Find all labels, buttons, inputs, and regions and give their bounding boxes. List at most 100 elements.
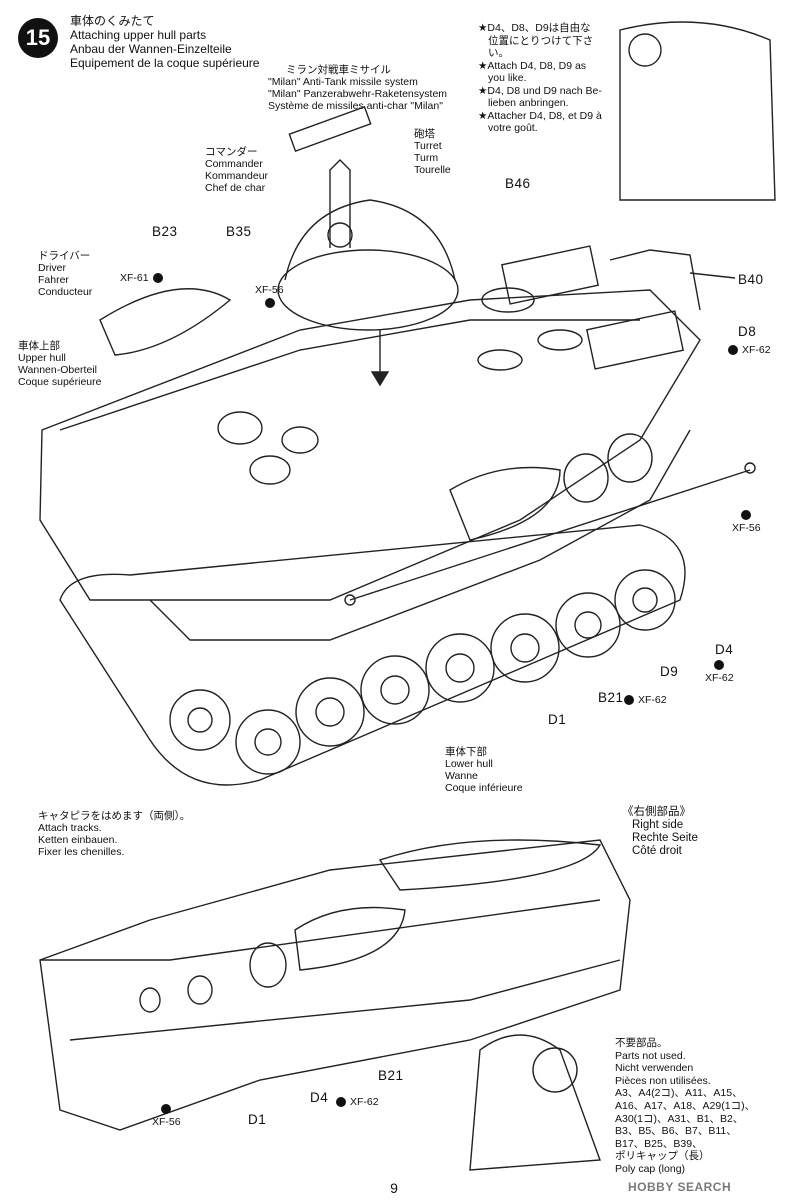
paint-drop-icon — [741, 510, 752, 520]
note-fr-2: votre goût. — [488, 122, 538, 134]
unused-list-2: A16、A17、A18、A29(1コ)、 — [615, 1099, 756, 1112]
lower-hull-label: 車体下部 Lower hull Wanne Coque inférieure — [445, 746, 523, 794]
right-fr: Côté droit — [632, 845, 682, 857]
unused-list-6: ポリキャップ（長） — [615, 1150, 710, 1163]
milan-de: "Milan" Panzerabwehr-Raketensystem — [268, 88, 448, 100]
commander-fr: Chef de char — [205, 182, 266, 194]
step-title-fr: Equipement de la coque supérieure — [70, 56, 260, 70]
driver-label: ドライバー Driver Fahrer Conducteur — [38, 250, 92, 298]
part-b23: B23 — [152, 224, 178, 239]
step-title-ja: 車体のくみたて — [70, 14, 155, 28]
turret-fr: Tourelle — [414, 164, 451, 176]
part-d9: D9 — [660, 664, 679, 679]
unused-list-5: B17、B25、B39、 — [615, 1137, 703, 1150]
right-de: Rechte Seite — [632, 832, 698, 844]
step-title-de: Anbau der Wannen-Einzelteile — [70, 42, 232, 56]
right-side-label: 《右側部品》 Right side Rechte Seite Côté droi… — [622, 806, 698, 858]
paint-xf56-c: XF-56 — [152, 1104, 181, 1128]
commander-de: Kommandeur — [205, 170, 269, 182]
upper-fr: Coque supérieure — [18, 376, 102, 388]
tracks-en: Attach tracks. — [38, 822, 102, 834]
unused-list-1: A3、A4(2コ)、A11、A15、 — [615, 1087, 743, 1100]
tracks-fr: Fixer les chenilles. — [38, 846, 125, 858]
part-d1: D1 — [548, 712, 567, 727]
turret-de: Turm — [414, 152, 439, 164]
turret-en: Turret — [414, 140, 442, 152]
paint-xf61: XF-61 — [120, 272, 163, 284]
watermark: HOBBY SEARCH — [628, 1180, 732, 1194]
paint-drop-icon — [265, 298, 275, 308]
placement-note: ★D4、D8、D9は自由な 位置にとりつけて下さい。 ★Attach D4, D… — [478, 22, 614, 135]
note-en-2: you like. — [488, 72, 527, 84]
paint-drop-icon — [714, 660, 725, 670]
commander-ja: コマンダー — [205, 146, 258, 158]
paint-xf56-code: XF-56 — [255, 284, 284, 296]
paint-xf62-code: XF-62 — [350, 1096, 379, 1108]
driver-fr: Conducteur — [38, 286, 93, 298]
paint-xf62-a: XF-62 — [728, 344, 771, 356]
paint-xf62-c: XF-62 — [624, 694, 667, 706]
lower-ja: 車体下部 — [445, 746, 487, 758]
unused-fr: Pièces non utilisées. — [615, 1074, 711, 1087]
paint-xf56-b: XF-56 — [732, 510, 761, 534]
note-de-1: ★D4, D8 und D9 nach Be- — [478, 84, 602, 97]
right-en: Right side — [632, 819, 684, 831]
paint-xf56-code: XF-56 — [732, 522, 761, 534]
lower-de: Wanne — [445, 770, 478, 782]
unused-ja: 不要部品。 — [615, 1037, 668, 1049]
part-d8: D8 — [738, 324, 757, 339]
page-number: 9 — [390, 1180, 398, 1196]
unused-parts-list: 不要部品。 Parts not used. Nicht verwenden Pi… — [615, 1037, 780, 1176]
driver-en: Driver — [38, 262, 66, 274]
step-title: 車体のくみたて Attaching upper hull parts Anbau… — [70, 14, 259, 70]
milan-en: "Milan" Anti-Tank missile system — [268, 76, 418, 88]
part-b40: B40 — [738, 272, 764, 287]
note-fr-1: ★Attacher D4, D8, et D9 à — [478, 109, 602, 122]
lower-en: Lower hull — [445, 758, 493, 770]
right-ja: 《右側部品》 — [622, 806, 691, 818]
part-d4: D4 — [715, 642, 734, 657]
paint-xf62-b: XF-62 — [705, 660, 734, 684]
upper-en: Upper hull — [18, 352, 66, 364]
unused-list-3: A30(1コ)、A31、B1、B2、 — [615, 1112, 744, 1125]
note-en-1: ★Attach D4, D8, D9 as — [478, 59, 587, 72]
milan-ja: ミラン対戦車ミサイル — [286, 64, 391, 76]
part-d1-side: D1 — [248, 1112, 267, 1127]
commander-en: Commander — [205, 158, 263, 170]
part-b46: B46 — [505, 176, 531, 191]
note-ja-2: 位置にとりつけて下さい。 — [488, 34, 594, 60]
unused-de: Nicht verwenden — [615, 1062, 694, 1075]
unused-list-4: B3、B5、B6、B7、B11、 — [615, 1125, 737, 1138]
unused-en: Parts not used. — [615, 1049, 686, 1062]
milan-fr: Système de missiles anti-char "Milan" — [268, 100, 443, 112]
part-b35: B35 — [226, 224, 252, 239]
driver-ja: ドライバー — [38, 250, 91, 262]
part-b21-side: B21 — [378, 1068, 404, 1083]
step-number-badge: 15 — [18, 18, 58, 58]
commander-label: コマンダー Commander Kommandeur Chef de char — [205, 146, 268, 194]
paint-xf62-code: XF-62 — [705, 672, 734, 684]
part-b21: B21 — [598, 690, 624, 705]
paint-xf62-d: XF-62 — [336, 1096, 379, 1108]
turret-ja: 砲塔 — [414, 128, 435, 140]
paint-xf56-code: XF-56 — [152, 1116, 181, 1128]
part-d4-side: D4 — [310, 1090, 329, 1105]
milan-label: ミラン対戦車ミサイル "Milan" Anti-Tank missile sys… — [268, 64, 447, 112]
paint-xf56-a: XF-56 — [255, 284, 284, 308]
upper-ja: 車体上部 — [18, 340, 60, 352]
turret-label: 砲塔 Turret Turm Tourelle — [414, 128, 451, 176]
tracks-de: Ketten einbauen. — [38, 834, 118, 846]
tracks-ja: キャタピラをはめます（両側）。 — [38, 810, 191, 822]
driver-de: Fahrer — [38, 274, 69, 286]
paint-drop-icon — [152, 273, 163, 283]
paint-drop-icon — [336, 1097, 346, 1107]
step-title-en: Attaching upper hull parts — [70, 28, 207, 42]
upper-hull-label: 車体上部 Upper hull Wannen-Oberteil Coque su… — [18, 340, 101, 388]
paint-xf62-code: XF-62 — [742, 344, 771, 356]
lower-fr: Coque inférieure — [445, 782, 523, 794]
note-ja-1: ★D4、D8、D9は自由な — [478, 22, 591, 34]
paint-xf62-code: XF-62 — [638, 694, 667, 706]
note-de-2: lieben anbringen. — [488, 97, 569, 109]
paint-drop-icon — [161, 1104, 172, 1114]
